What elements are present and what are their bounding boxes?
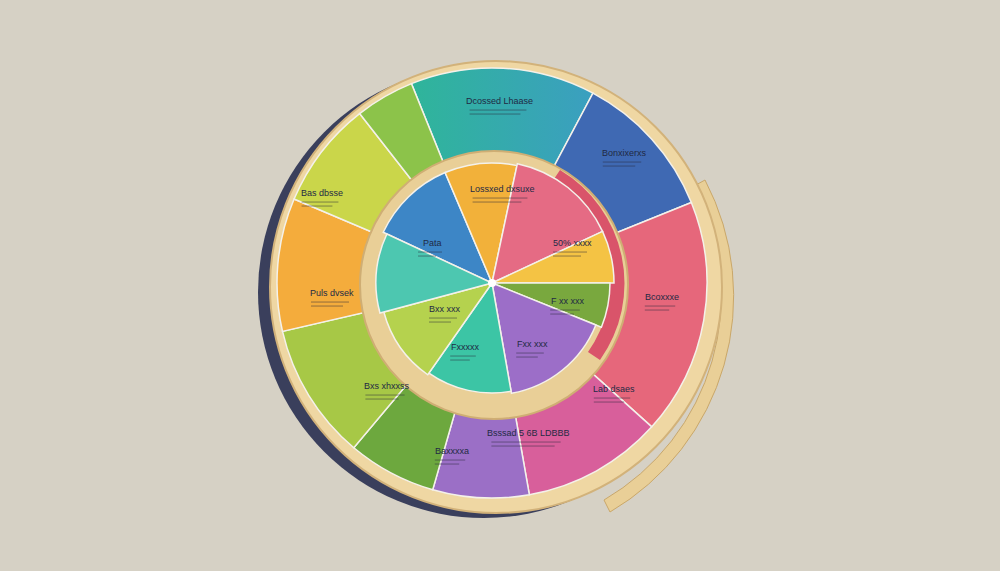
placeholder-line [553, 255, 581, 256]
segment-label: Fxxxxx [449, 341, 481, 353]
segment-heading: 50% xxxx [553, 238, 592, 248]
segment-heading: Bcoxxxe [645, 292, 679, 302]
placeholder-line [603, 161, 641, 162]
placeholder-line [550, 309, 580, 310]
segment-heading: Bas dbsse [301, 188, 343, 198]
segment-label: Puls dvsek [308, 287, 356, 299]
segment-heading: Lab dsaes [593, 384, 635, 394]
placeholder-line [491, 441, 560, 442]
placeholder-line [516, 356, 538, 357]
placeholder-line [435, 459, 465, 460]
segment-heading: Puls dvsek [310, 288, 354, 298]
segment-label: Bxs xhxxss [362, 380, 411, 392]
segment-label: Bcoxxxe [643, 291, 681, 303]
segment-label: Lab dsaes [591, 383, 637, 395]
placeholder-line [302, 205, 333, 206]
segment-label: Bxx xxx [427, 303, 462, 315]
segment-heading: Pata [423, 238, 442, 248]
segment-heading: Bxx xxx [429, 304, 460, 314]
segment-heading: Dcossed Lhaase [466, 96, 533, 106]
segment-label: Bonxixerxs [600, 147, 648, 159]
pie-segment [492, 231, 614, 283]
placeholder-line [302, 201, 339, 202]
placeholder-line [594, 401, 624, 402]
segment-heading: Baxxxxa [435, 446, 469, 456]
placeholder-line [645, 309, 669, 310]
placeholder-line [594, 397, 630, 398]
pie-segment [376, 234, 492, 313]
segment-label: Dcossed Lhaase [464, 95, 535, 107]
placeholder-line [645, 305, 675, 306]
segment-label: Bsssad 5 6B LDBBB [485, 427, 572, 439]
segment-heading: Fxxxxx [451, 342, 479, 352]
segment-label: Fxx xxx [515, 338, 550, 350]
segment-heading: Bonxixerxs [602, 148, 646, 158]
placeholder-line [429, 321, 451, 322]
base-disc [270, 61, 722, 513]
segment-label: F xx xxx [549, 295, 586, 307]
placeholder-line [470, 109, 527, 110]
segment-label: 50% xxxx [551, 237, 594, 249]
segment-heading: Fxx xxx [517, 339, 548, 349]
segment-label: Lossxed dxsuxe [468, 183, 537, 195]
segment-label: Pata [421, 237, 444, 249]
placeholder-line [450, 359, 470, 360]
placeholder-line [365, 394, 404, 395]
inner-ring [360, 151, 628, 419]
placeholder-line [550, 313, 574, 314]
segment-label: Bas dbsse [299, 187, 345, 199]
segment-heading: Lossxed dxsuxe [470, 184, 535, 194]
placeholder-line [470, 113, 521, 114]
placeholder-line [435, 463, 459, 464]
placeholder-line [491, 445, 554, 446]
placeholder-line [429, 317, 457, 318]
segment-heading: F xx xxx [551, 296, 584, 306]
placeholder-line [516, 352, 544, 353]
segment-heading: Bxs xhxxss [364, 381, 409, 391]
segment-label: Baxxxxa [433, 445, 471, 457]
segment-heading: Bsssad 5 6B LDBBB [487, 428, 570, 438]
hub [488, 279, 496, 287]
placeholder-line [603, 165, 635, 166]
placeholder-line [473, 201, 522, 202]
placeholder-line [473, 197, 528, 198]
placeholder-line [418, 255, 436, 256]
placeholder-line [311, 301, 349, 302]
placeholder-line [553, 251, 587, 252]
placeholder-line [311, 305, 343, 306]
placeholder-line [418, 251, 442, 252]
placeholder-line [365, 398, 398, 399]
placeholder-line [450, 355, 476, 356]
